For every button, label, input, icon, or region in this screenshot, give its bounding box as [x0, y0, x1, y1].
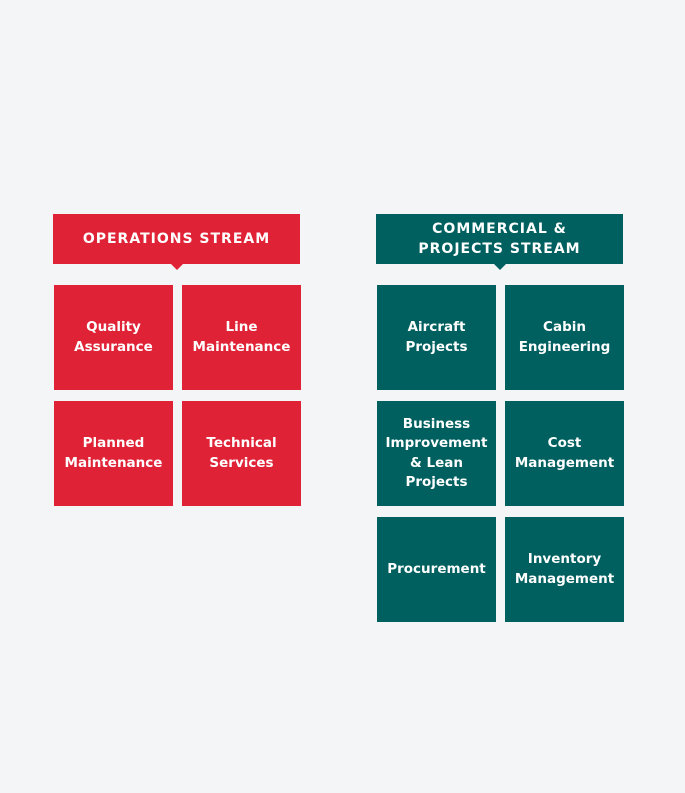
tile-quality-assurance: Quality Assurance: [54, 285, 173, 390]
tile-aircraft-projects: Aircraft Projects: [377, 285, 496, 390]
tile-cabin-engineering: Cabin Engineering: [505, 285, 624, 390]
commercial-stream-header: COMMERCIAL & PROJECTS STREAM: [376, 214, 623, 270]
tile-technical-services: Technical Services: [182, 401, 301, 506]
tile-planned-maintenance: Planned Maintenance: [54, 401, 173, 506]
tile-inventory-management: Inventory Management: [505, 517, 624, 622]
tile-procurement: Procurement: [377, 517, 496, 622]
tile-business-improvement: Business Improvement & Lean Projects: [377, 401, 496, 506]
operations-stream-header: OPERATIONS STREAM: [53, 214, 300, 270]
tile-line-maintenance: Line Maintenance: [182, 285, 301, 390]
tile-cost-management: Cost Management: [505, 401, 624, 506]
